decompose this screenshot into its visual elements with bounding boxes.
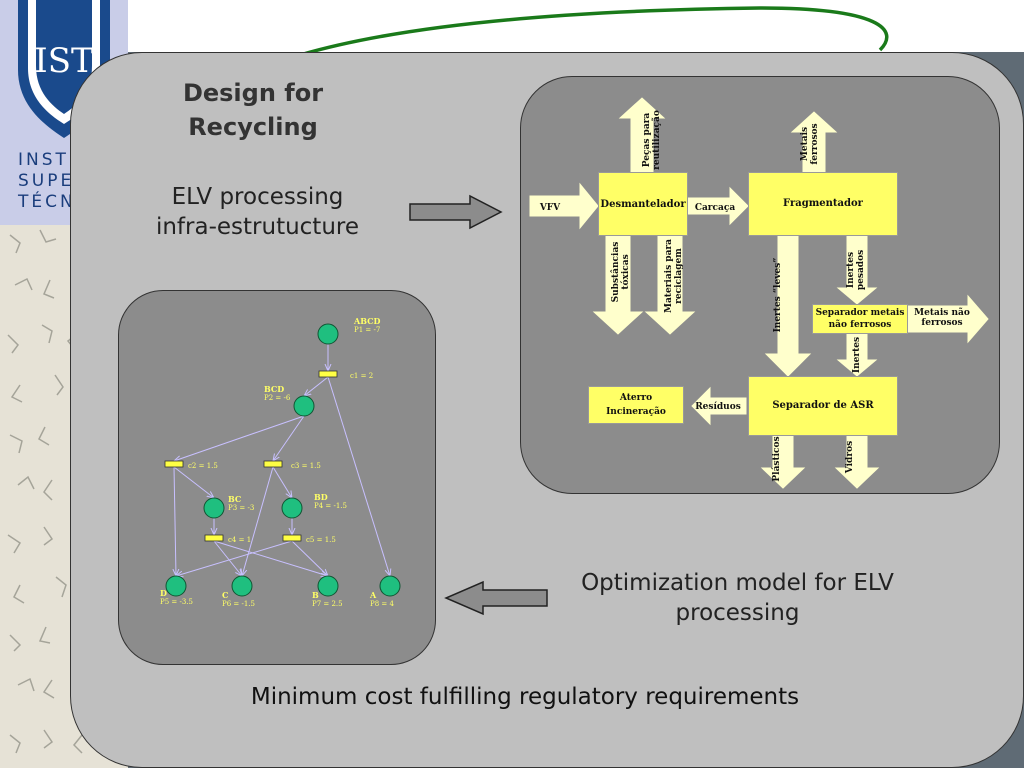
arrow-vfv [529,182,599,230]
cut-label: c3 = 1.5 [291,462,321,470]
node-label: B [312,590,319,600]
cut-label: c1 = 2 [350,372,373,380]
inertes-pesados-label: Inertes pesados [846,249,866,291]
network-node [203,497,225,519]
arrow-inertes-leves-down [764,235,812,377]
network-node [317,575,339,597]
vidros-label: Vidros [845,440,855,474]
arrow-substancias-down [592,235,644,335]
node-label: A [369,590,377,600]
network-link [176,540,293,576]
node-label: ABCD [353,316,380,326]
network-node [165,575,187,597]
network-panel [118,290,436,665]
arrow-vidros-down [834,435,880,489]
arrow-carcaca [684,186,749,226]
node-value: P6 = -1.5 [222,600,255,608]
metais-ferrosos-label: Metais ferrosos [800,123,820,165]
separador-metais-box: Separador metais não ferrosos [812,304,908,334]
arrow-pecas-up [618,97,666,173]
network-link [213,540,328,576]
separador-asr-box: Separador de ASR [748,376,898,436]
network-link [174,415,305,461]
metais-nao-ferrosos-label: Metais não ferrosos [914,308,970,328]
inertes-label: Inertes [852,336,862,374]
cut-marker [263,460,283,468]
network-node [281,497,303,519]
carcaca-label: Carcaça [694,203,736,213]
aterro-label: Aterro Incineração [606,393,666,417]
arrow-inertes-down [836,333,878,377]
slide-title: Design for Recycling [182,79,324,141]
node-value: P8 = 4 [370,600,394,608]
node-label: BCD [264,384,284,394]
node-label: BC [228,494,241,504]
node-label: D [160,588,167,598]
node-value: P7 = 2.5 [312,600,343,608]
arrow-metais-up [790,111,838,173]
conclusion-text: Minimum cost fulfilling regulatory requi… [250,684,800,710]
cut-marker [318,370,338,378]
flow-arrows [529,97,989,489]
aterro-box: Aterro Incineração [588,386,684,424]
network-link [327,376,390,576]
arrow-residuos-left [691,386,747,426]
node-value: P1 = -7 [354,326,380,334]
arrow-plasticos-down [760,435,806,489]
node-value: P5 = -3.5 [160,598,193,606]
ist-shield-logo: IST [18,0,110,138]
node-label: C [222,590,228,600]
network-node [231,575,253,597]
node-value: P4 = -1.5 [314,502,347,510]
network-link [213,540,242,576]
network-link [272,466,292,498]
desmantelador-box: Desmantelador [598,172,688,236]
optimization-model-label: Optimization model for ELV processing [581,570,894,626]
network-link [304,376,329,396]
arrow-materiais-down [644,235,696,335]
node-value: P2 = -6 [264,394,291,402]
residuos-label: Resíduos [695,402,741,412]
node-value: P3 = -3 [228,504,254,512]
left-arrow-icon [444,580,548,616]
inertes-leves-label: Inertes “leves” [773,257,783,333]
fragmentador-label: Fragmentador [783,198,863,209]
right-arrow-icon [409,194,503,230]
cut-marker [204,534,224,542]
network-node [293,395,315,417]
vfv-label: VFV [539,203,561,213]
network-link [173,466,214,498]
pecas-label: Peças para reutilização [642,110,662,170]
cut-label: c4 = 1 [228,536,251,544]
plasticos-label: Plásticos [772,436,782,482]
svg-text:IST: IST [34,41,94,81]
network-link [273,415,305,461]
network-node [379,575,401,597]
cut-marker [282,534,302,542]
materiais-label: Materiais para reciclagem [664,239,684,313]
network-link [242,466,274,576]
separador-metais-label: Separador metais não ferrosos [815,308,905,330]
arrow-inertes-pesados-down [836,235,878,305]
fragmentador-box: Fragmentador [748,172,898,236]
network-node [317,323,339,345]
desmantelador-label: Desmantelador [600,199,686,210]
node-label: BD [314,492,328,502]
cut-label: c2 = 1.5 [188,462,218,470]
elv-processing-label: ELV processing infra-estrutucture [155,184,360,240]
separador-asr-label: Separador de ASR [772,400,874,411]
network-link [174,466,176,576]
arrow-metais-nao-ferrosos-right [907,294,989,344]
green-swoosh [299,6,889,57]
network-link [291,540,328,576]
substancias-label: Substâncias tóxicas [611,241,631,303]
cut-marker [164,460,184,468]
cut-label: c5 = 1.5 [306,536,336,544]
